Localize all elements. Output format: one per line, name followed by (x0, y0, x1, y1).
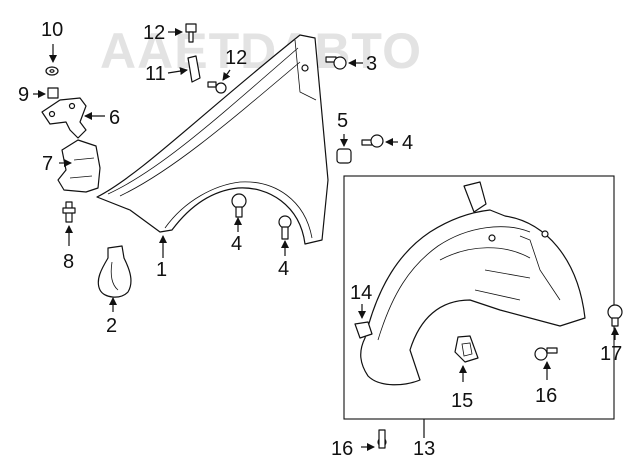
callout-12-side: 12 (225, 47, 247, 69)
screw-3-part (325, 56, 347, 70)
nut-14-part (354, 321, 373, 339)
bolt-4-a-part (361, 134, 384, 148)
stud-8-part (62, 201, 76, 223)
bolt-16-bottom-part (377, 429, 387, 449)
callout-4-middle: 4 (231, 233, 242, 255)
callout-11: 11 (145, 63, 166, 85)
bracket-11-part (187, 55, 201, 83)
bolt-12-side-part (207, 81, 227, 94)
callout-17: 17 (600, 343, 622, 365)
bracket-6-part (41, 97, 87, 139)
callout-13: 13 (413, 438, 435, 460)
clip-5-part (336, 148, 352, 164)
callout-10: 10 (41, 19, 63, 41)
bolt-4-b-part (231, 193, 247, 218)
screw-17-part (607, 304, 623, 327)
callout-7: 7 (42, 153, 53, 175)
fender-liner-part (360, 181, 586, 386)
callout-8: 8 (63, 251, 74, 273)
bolt-16-right-part (534, 347, 558, 361)
nut-9-part (47, 87, 59, 99)
bolt-4-c-part (278, 215, 292, 240)
callout-6: 6 (109, 107, 120, 129)
callout-5: 5 (337, 110, 348, 132)
callout-3: 3 (366, 53, 377, 75)
callout-4-lower: 4 (278, 258, 289, 280)
callout-15: 15 (451, 390, 473, 412)
callout-16-right: 16 (535, 385, 557, 407)
leader-lines (33, 28, 619, 451)
callout-4-right: 4 (402, 132, 413, 154)
bracket-7-part (57, 139, 101, 193)
mudguard-part (97, 245, 132, 298)
callout-14: 14 (350, 282, 372, 304)
bolt-12-top-part (185, 23, 197, 43)
callout-2: 2 (106, 315, 117, 337)
callout-16-bottom: 16 (331, 438, 353, 460)
callout-12-top: 12 (143, 22, 165, 44)
washer-10-part (45, 66, 59, 76)
callout-1: 1 (156, 259, 167, 281)
seal-15-part (454, 335, 479, 363)
liner-group-box (343, 175, 615, 420)
fender-part (96, 34, 329, 245)
callout-9: 9 (18, 84, 29, 106)
